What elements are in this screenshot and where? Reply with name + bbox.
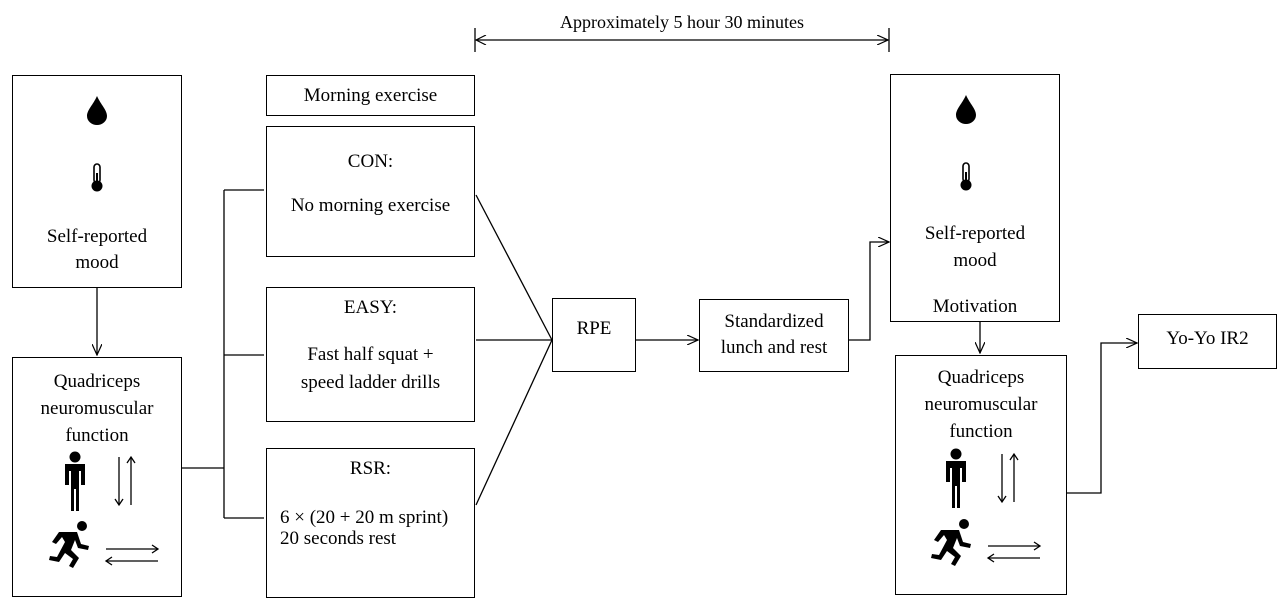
pre-neuromuscular-line1: Quadriceps [53,371,141,392]
easy-description-line1: Fast half squat + [307,344,434,365]
water-drop-icon [87,96,107,125]
thermometer-icon [91,163,103,192]
post-neuromuscular-box [895,355,1067,595]
rsr-title: RSR: [349,458,392,479]
rpe-label: RPE [576,318,612,339]
yoyo-box [1138,314,1277,369]
pre-neuromuscular-line3: function [65,425,129,446]
yoyo-label: Yo-Yo IR2 [1166,328,1249,349]
running-person-icon [931,519,971,566]
connector-lines [0,28,1286,519]
post-neuromuscular-line3: function [949,421,1013,442]
vertical-arrows-icon [114,455,136,507]
pre-mood-label-line2: mood [75,252,119,273]
con-description: No morning exercise [290,195,451,216]
rsr-box [266,448,475,598]
con-box [266,126,475,257]
pre-neuromuscular-box [12,357,182,597]
running-person-icon [49,521,89,568]
easy-title: EASY: [343,297,398,318]
pre-neuromuscular-line2: neuromuscular [40,398,154,419]
post-neuromuscular-line2: neuromuscular [924,394,1038,415]
post-mood-label-line2: mood [953,250,997,271]
post-mood-label-line1: Self-reported [924,223,1026,244]
timing-label: Approximately 5 hour 30 minutes [560,12,804,32]
water-drop-icon [956,95,976,124]
easy-box [266,287,475,422]
easy-description-line2: speed ladder drills [300,372,441,393]
rsr-description-line2: 20 seconds rest [280,528,397,549]
con-title: CON: [347,151,394,172]
rpe-box [552,298,636,372]
morning-exercise-label: Morning exercise [303,85,438,106]
post-motivation-label: Motivation [932,296,1018,317]
thermometer-icon [960,162,972,191]
post-neuromuscular-line1: Quadriceps [937,367,1025,388]
vertical-arrows-icon [997,452,1019,504]
morning-exercise-header [266,75,475,116]
pre-mood-label-line1: Self-reported [46,226,148,247]
horizontal-arrows-icon [104,544,160,566]
rsr-description-line1: 6 × (20 + 20 m sprint) [280,507,449,528]
standing-person-icon [946,448,966,508]
standing-person-icon [65,451,85,511]
lunch-box [699,299,849,372]
horizontal-arrows-icon [986,541,1042,563]
lunch-label-line2: lunch and rest [720,337,828,358]
lunch-label-line1: Standardized [724,311,824,332]
